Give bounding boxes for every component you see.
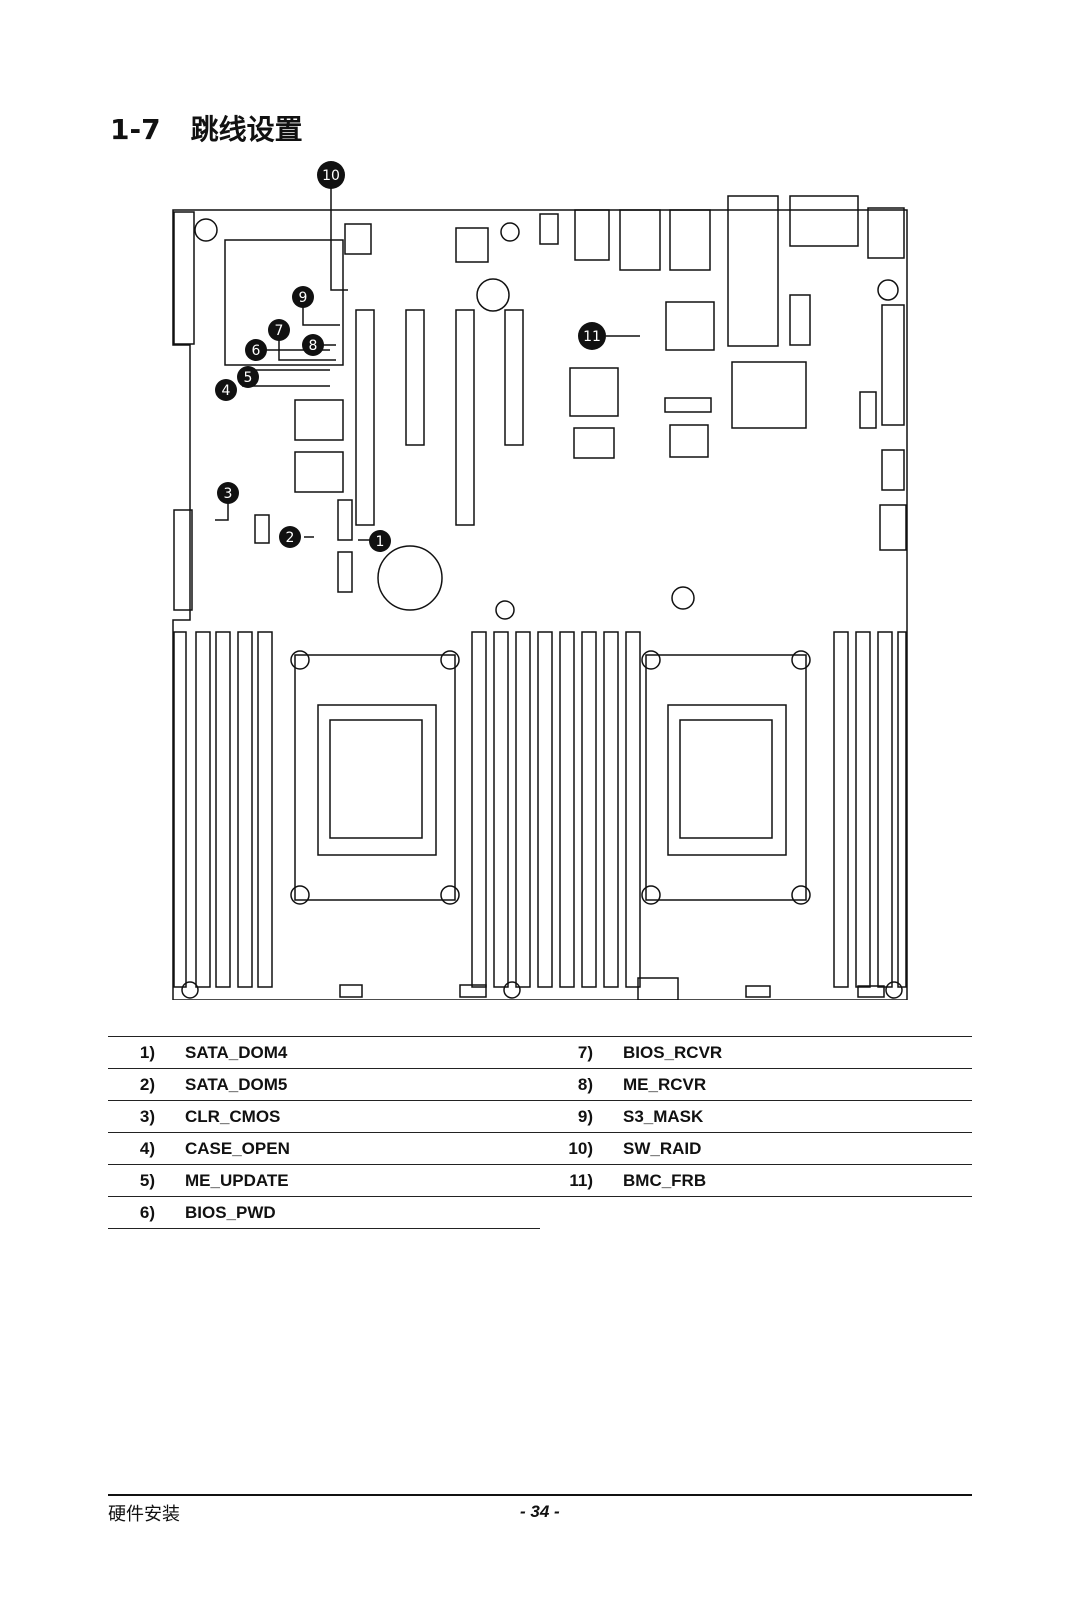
legend-number: 3) xyxy=(108,1100,155,1133)
legend-label: BIOS_RCVR xyxy=(593,1036,972,1069)
legend-number: 5) xyxy=(108,1164,155,1197)
motherboard-diagram: 1 2 3 4 5 6 7 8 9 10 11 xyxy=(172,161,908,1000)
callout-label-10: 10 xyxy=(322,168,340,184)
callout-label-6: 6 xyxy=(252,343,261,359)
callout-label-1: 1 xyxy=(376,534,385,550)
legend-row: 3) CLR_CMOS 9) S3_MASK xyxy=(108,1100,972,1133)
legend-number: 11) xyxy=(540,1164,593,1197)
footer-divider xyxy=(108,1494,972,1496)
legend-label: CLR_CMOS xyxy=(155,1100,540,1133)
legend-number: 8) xyxy=(540,1068,593,1101)
callout-label-8: 8 xyxy=(309,338,318,354)
callout-9 xyxy=(292,286,314,308)
legend-row: 1) SATA_DOM4 7) BIOS_RCVR xyxy=(108,1036,972,1069)
callout-label-7: 7 xyxy=(275,323,284,339)
legend-label: BMC_FRB xyxy=(593,1164,972,1197)
callout-6 xyxy=(245,339,267,361)
legend-row: 5) ME_UPDATE 11) BMC_FRB xyxy=(108,1164,972,1197)
callout-10 xyxy=(317,161,345,189)
callout-8 xyxy=(302,334,324,356)
page-number: - 34 - xyxy=(520,1502,560,1521)
callout-1 xyxy=(369,530,391,552)
callout-7 xyxy=(268,319,290,341)
legend-number: 2) xyxy=(108,1068,155,1101)
section-heading: 1-7 跳线设置 xyxy=(110,108,303,148)
legend-label: SATA_DOM5 xyxy=(155,1068,540,1101)
section-title: 跳线设置 xyxy=(190,113,303,146)
callout-label-9: 9 xyxy=(299,290,308,306)
callout-label-11: 11 xyxy=(583,329,601,345)
legend-label: CASE_OPEN xyxy=(155,1132,540,1165)
legend-number: 1) xyxy=(108,1036,155,1069)
legend-label: S3_MASK xyxy=(593,1100,972,1133)
legend-label: ME_RCVR xyxy=(593,1068,972,1101)
callout-2 xyxy=(279,526,301,548)
callout-11 xyxy=(578,322,606,350)
legend-number: 6) xyxy=(108,1196,155,1229)
legend-number: 4) xyxy=(108,1132,155,1165)
callout-label-5: 5 xyxy=(244,370,253,386)
callout-label-4: 4 xyxy=(222,383,231,399)
callout-3 xyxy=(217,482,239,504)
callout-label-3: 3 xyxy=(224,486,233,502)
legend-row: 2) SATA_DOM5 8) ME_RCVR xyxy=(108,1068,972,1101)
legend-label: SW_RAID xyxy=(593,1132,972,1165)
legend-row: 4) CASE_OPEN 10) SW_RAID xyxy=(108,1132,972,1165)
legend-row: 6) BIOS_PWD xyxy=(108,1196,972,1229)
footer-section-name: 硬件安装 xyxy=(108,1504,180,1525)
legend-label: BIOS_PWD xyxy=(155,1196,540,1229)
legend-label xyxy=(593,1197,972,1229)
section-number: 1-7 xyxy=(110,113,161,146)
callout-4 xyxy=(215,379,237,401)
legend-number: 10) xyxy=(540,1132,593,1165)
jumper-legend-table: 1) SATA_DOM4 7) BIOS_RCVR 2) SATA_DOM5 8… xyxy=(108,1036,972,1229)
legend-label: SATA_DOM4 xyxy=(155,1036,540,1069)
callout-5 xyxy=(237,366,259,388)
callout-label-2: 2 xyxy=(286,530,295,546)
legend-number xyxy=(540,1197,593,1229)
legend-number: 9) xyxy=(540,1100,593,1133)
legend-label: ME_UPDATE xyxy=(155,1164,540,1197)
legend-number: 7) xyxy=(540,1036,593,1069)
